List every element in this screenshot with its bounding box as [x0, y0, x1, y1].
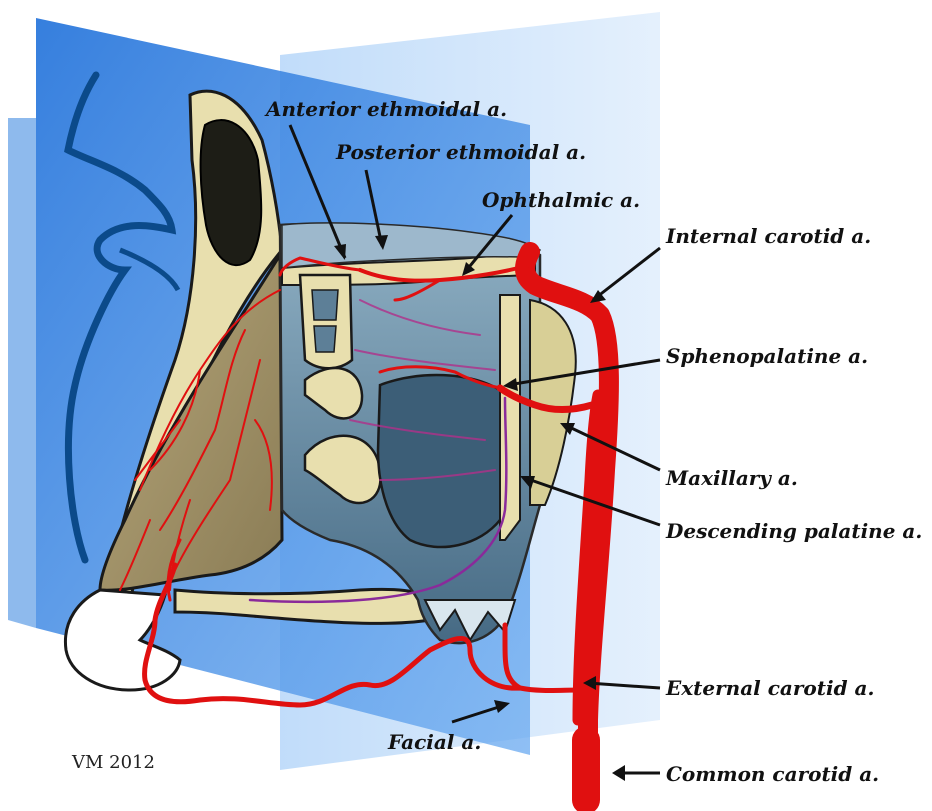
label-descending-palatine: Descending palatine a. [666, 519, 922, 543]
label-sphenopalatine: Sphenopalatine a. [666, 344, 868, 368]
label-anterior-ethmoidal: Anterior ethmoidal a. [266, 97, 507, 121]
ethmoid-cells [300, 275, 352, 368]
label-posterior-ethmoidal: Posterior ethmoidal a. [336, 140, 586, 164]
label-internal-carotid: Internal carotid a. [666, 224, 871, 248]
label-facial: Facial a. [388, 730, 481, 754]
label-ophthalmic: Ophthalmic a. [482, 188, 640, 212]
label-maxillary: Maxillary a. [666, 466, 798, 490]
lateral-nasal-wall [500, 295, 520, 540]
artist-signature: VM 2012 [72, 752, 155, 773]
label-external-carotid: External carotid a. [666, 676, 874, 700]
lower-plane [8, 118, 36, 628]
label-common-carotid: Common carotid a. [666, 762, 879, 786]
maxillary-sinus [378, 375, 511, 547]
